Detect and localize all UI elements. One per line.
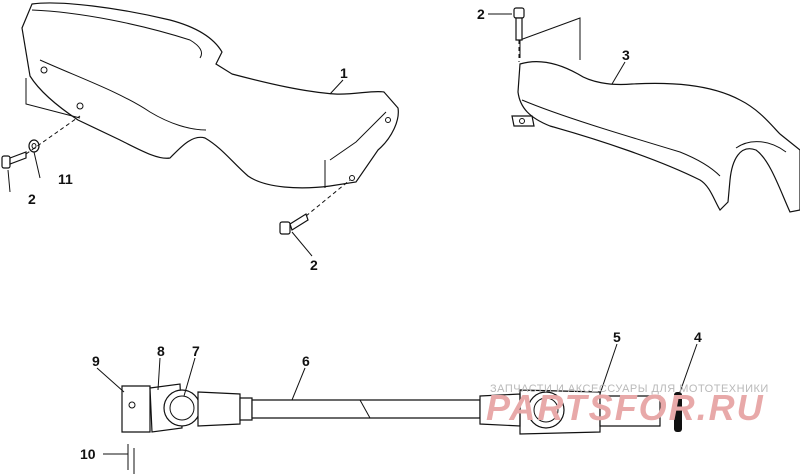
screw-part-2-left <box>1 151 27 169</box>
callout-5: 5 <box>613 329 621 345</box>
callout-11: 11 <box>58 171 73 187</box>
callout-4: 4 <box>694 329 702 345</box>
callout-2-center: 2 <box>310 257 318 273</box>
pin-part-10 <box>127 444 135 474</box>
u-joint-yoke-part-9 <box>121 385 151 433</box>
screw-part-2-top <box>513 7 525 41</box>
callout-8: 8 <box>157 343 165 359</box>
u-joint-cross-part-7 <box>163 389 253 427</box>
shroud-part-3 <box>511 17 800 213</box>
watermark-caption: ЗАПЧАСТИ И АКСЕССУАРЫ ДЛЯ МОТОТЕХНИКИ <box>490 383 769 395</box>
watermark-logo: PARTSFOR.RU <box>486 387 765 428</box>
shaft-part-6 <box>251 399 481 419</box>
callout-9: 9 <box>92 353 100 369</box>
seal-ring-part-4 <box>674 392 682 432</box>
u-joint-part-5 <box>479 389 661 435</box>
callout-7: 7 <box>192 343 200 359</box>
cover-part-1 <box>21 2 399 189</box>
screw-part-2-center <box>279 213 309 235</box>
callout-2-top: 2 <box>477 6 485 22</box>
callout-6: 6 <box>302 353 310 369</box>
callout-3: 3 <box>622 47 630 63</box>
callout-1: 1 <box>340 65 348 81</box>
callout-2-left: 2 <box>28 191 36 207</box>
callout-10: 10 <box>80 446 96 462</box>
